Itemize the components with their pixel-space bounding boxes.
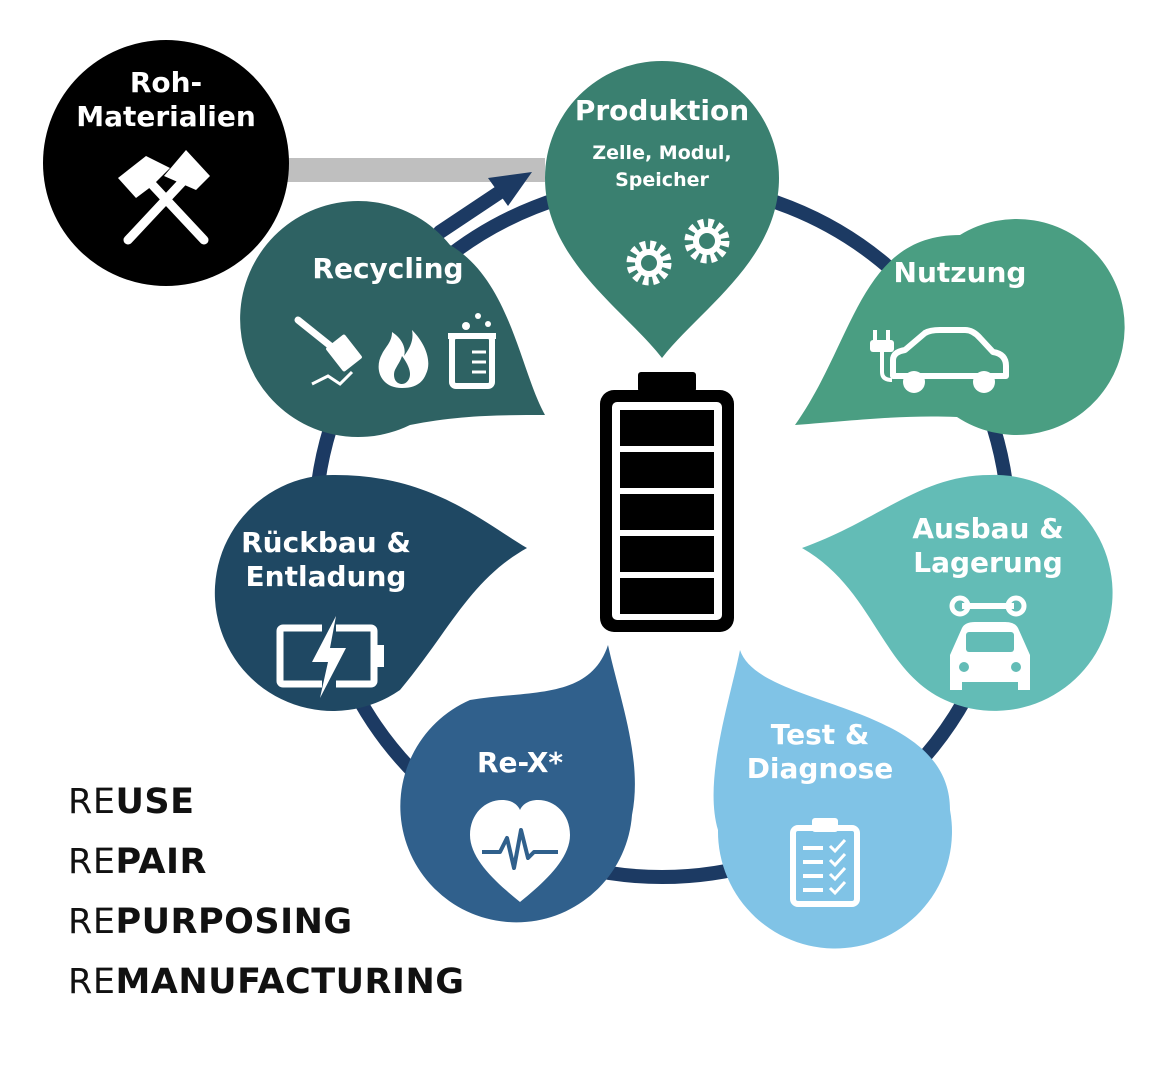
test-diagnosis-title-line1: Test & — [770, 718, 870, 751]
disassembly-node — [214, 474, 528, 711]
electric-car-icon — [870, 327, 1009, 393]
rex-node — [400, 645, 635, 923]
test-diagnosis-label: Test & Diagnose — [720, 718, 920, 785]
removal-storage-node — [802, 474, 1113, 711]
test-diagnosis-title-line2: Diagnose — [746, 751, 894, 785]
recycling-methods-icon — [294, 313, 496, 389]
legend-prefix: RE — [68, 962, 116, 1002]
car-wrench-icon — [949, 595, 1030, 690]
disassembly-title-line1: Rückbau & — [241, 526, 411, 559]
legend-word: PURPOSING — [115, 902, 353, 942]
removal-storage-title-line2: Lagerung — [913, 545, 1063, 579]
usage-node — [795, 218, 1125, 435]
raw-materials-label: Roh- Materialien — [56, 66, 276, 133]
legend-word: PAIR — [115, 842, 207, 882]
legend-prefix: RE — [68, 902, 116, 942]
battery-charging-icon — [276, 616, 384, 698]
battery-full-icon — [600, 372, 734, 632]
removal-storage-label: Ausbau & Lagerung — [888, 512, 1088, 579]
removal-storage-title-line1: Ausbau & — [912, 512, 1064, 545]
legend-prefix: RE — [68, 842, 116, 882]
legend-item-repair: REPAIR — [68, 832, 465, 892]
legend-item-reuse: REUSE — [68, 772, 465, 832]
production-subtitle: Zelle, Modul, Speicher — [562, 140, 762, 193]
legend-word: USE — [115, 782, 195, 822]
legend-word: MANUFACTURING — [115, 962, 465, 1002]
production-subtitle-line1: Zelle, Modul, — [592, 142, 732, 164]
test-diagnosis-node — [713, 650, 952, 949]
raw-materials-title-line2: Materialien — [76, 99, 256, 133]
recycling-node — [240, 201, 545, 438]
clipboard-checklist-icon — [790, 818, 860, 907]
production-node — [545, 61, 779, 358]
legend-prefix: RE — [68, 782, 116, 822]
hammer-crossed-icon — [118, 150, 210, 245]
gears-icon — [626, 218, 730, 286]
production-label: Produktion — [562, 94, 762, 128]
legend-item-remanufacturing: REMANUFACTURING — [68, 952, 465, 1012]
production-subtitle-line2: Speicher — [615, 168, 709, 191]
heartbeat-icon — [470, 800, 570, 902]
disassembly-label: Rückbau & Entladung — [226, 526, 426, 593]
re-x-legend: REUSE REPAIR REPURPOSING REMANUFACTURING — [68, 772, 465, 1012]
raw-materials-title-line1: Roh- — [129, 66, 203, 99]
recycling-to-production-arrow — [433, 172, 532, 239]
rex-label: Re-X* — [476, 746, 564, 779]
legend-item-repurposing: REPURPOSING — [68, 892, 465, 952]
usage-label: Nutzung — [893, 256, 1027, 289]
raw-materials-node — [43, 40, 289, 286]
production-title: Produktion — [574, 94, 750, 127]
disassembly-title-line2: Entladung — [245, 559, 407, 593]
recycling-label: Recycling — [312, 252, 464, 285]
